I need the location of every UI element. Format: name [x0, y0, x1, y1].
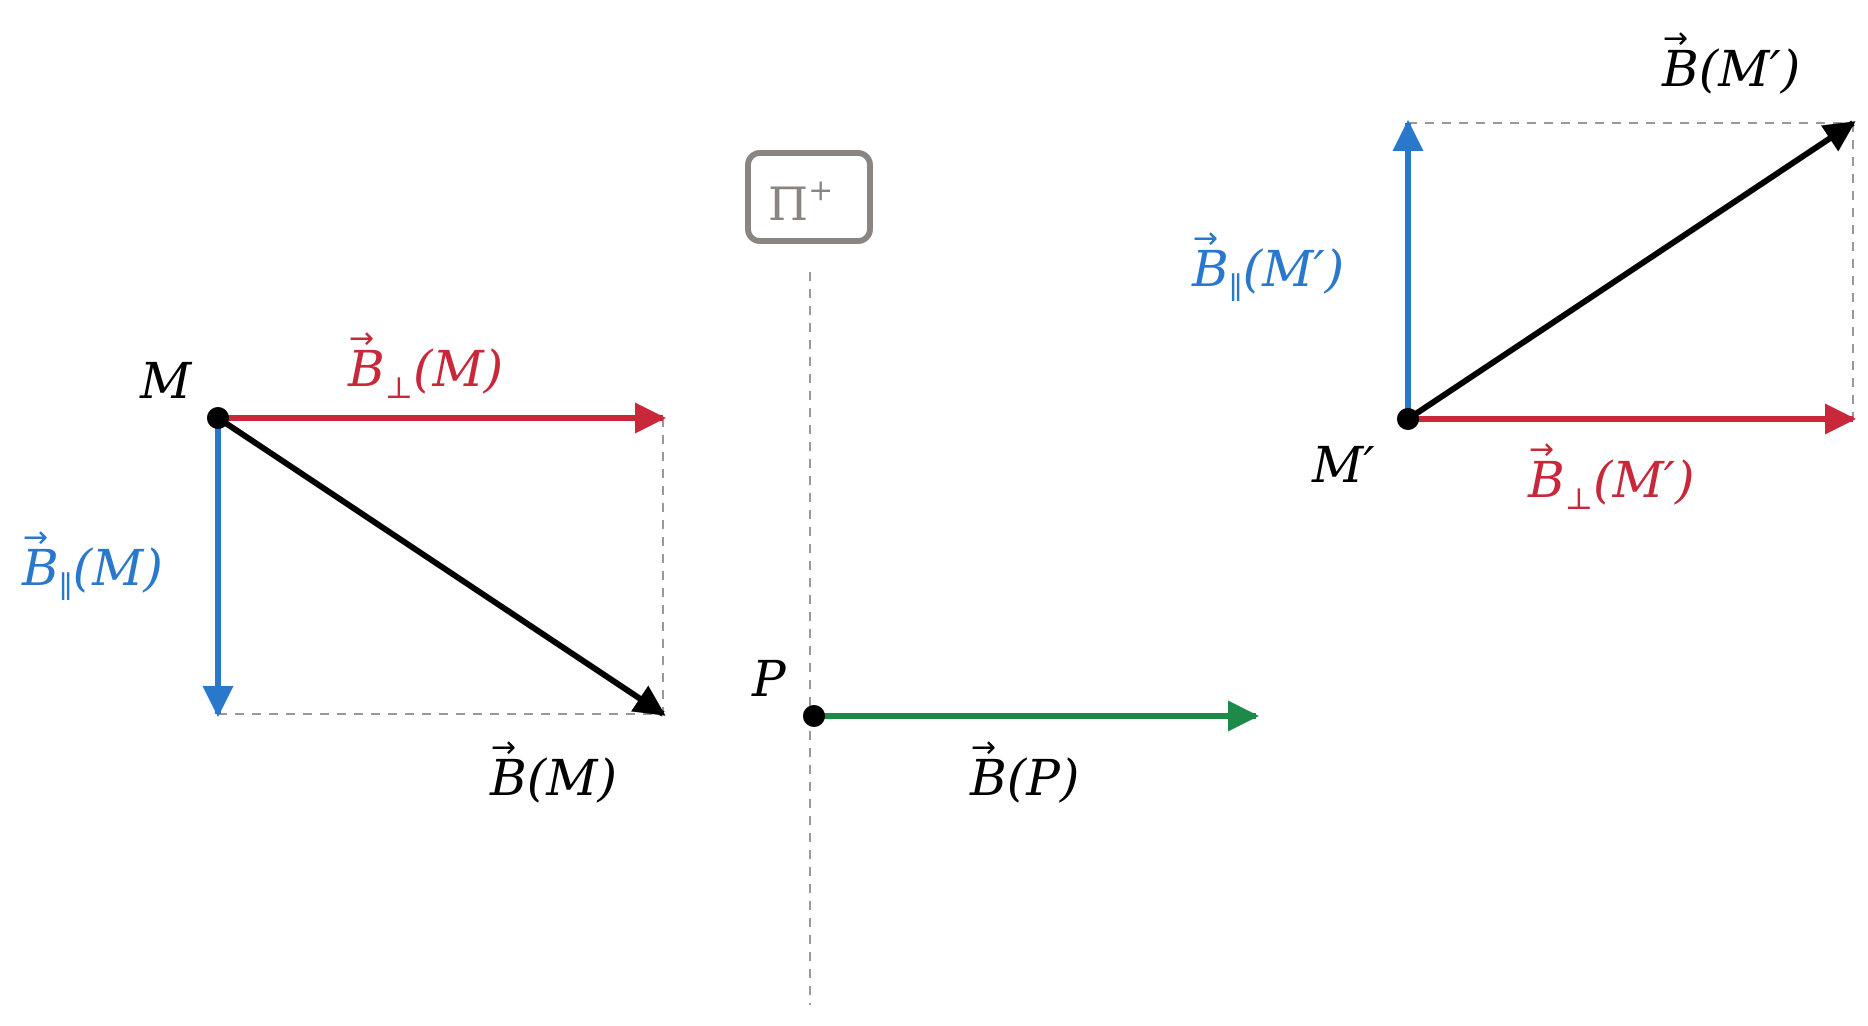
svg-text:B⊥(M′): B⊥(M′)	[1527, 451, 1695, 517]
svg-text:→: →	[971, 730, 996, 765]
svg-text:→: →	[23, 520, 48, 555]
vector-b-m	[216, 415, 666, 717]
svg-text:B∥(M′): B∥(M′)	[1191, 240, 1344, 306]
svg-text:B⊥(M): B⊥(M)	[347, 340, 503, 406]
plane-label-box	[745, 150, 873, 244]
svg-text:→: →	[1663, 21, 1688, 56]
svg-text:→: →	[1193, 221, 1218, 256]
point-m	[207, 407, 229, 429]
label-b-perp-m-prime: B⊥(M′) →	[1527, 432, 1695, 517]
svg-text:B(M′): B(M′)	[1661, 40, 1800, 98]
svg-text:B(P): B(P)	[969, 749, 1079, 807]
vector-b-m-prime	[1406, 120, 1856, 422]
svg-text:B(M): B(M)	[489, 749, 617, 807]
point-m-prime	[1397, 408, 1419, 430]
label-point-p: P	[751, 650, 787, 708]
label-b-par-m-prime: B∥(M′) →	[1191, 221, 1344, 306]
svg-text:→: →	[1529, 432, 1554, 467]
plane-label: Π+	[768, 173, 833, 231]
label-b-perp-m: B⊥(M) →	[347, 321, 503, 406]
label-point-m: M	[139, 352, 193, 410]
label-b-p: B(P) →	[969, 730, 1079, 807]
label-b-m: B(M) →	[489, 730, 617, 807]
label-point-m-prime: M′	[1311, 436, 1375, 494]
label-b-m-prime: B(M′) →	[1661, 21, 1800, 98]
svg-text:→: →	[491, 730, 516, 765]
label-b-par-m: B∥(M) →	[21, 520, 163, 605]
svg-text:→: →	[349, 321, 374, 356]
point-p	[803, 705, 825, 727]
svg-text:B∥(M): B∥(M)	[21, 539, 163, 605]
